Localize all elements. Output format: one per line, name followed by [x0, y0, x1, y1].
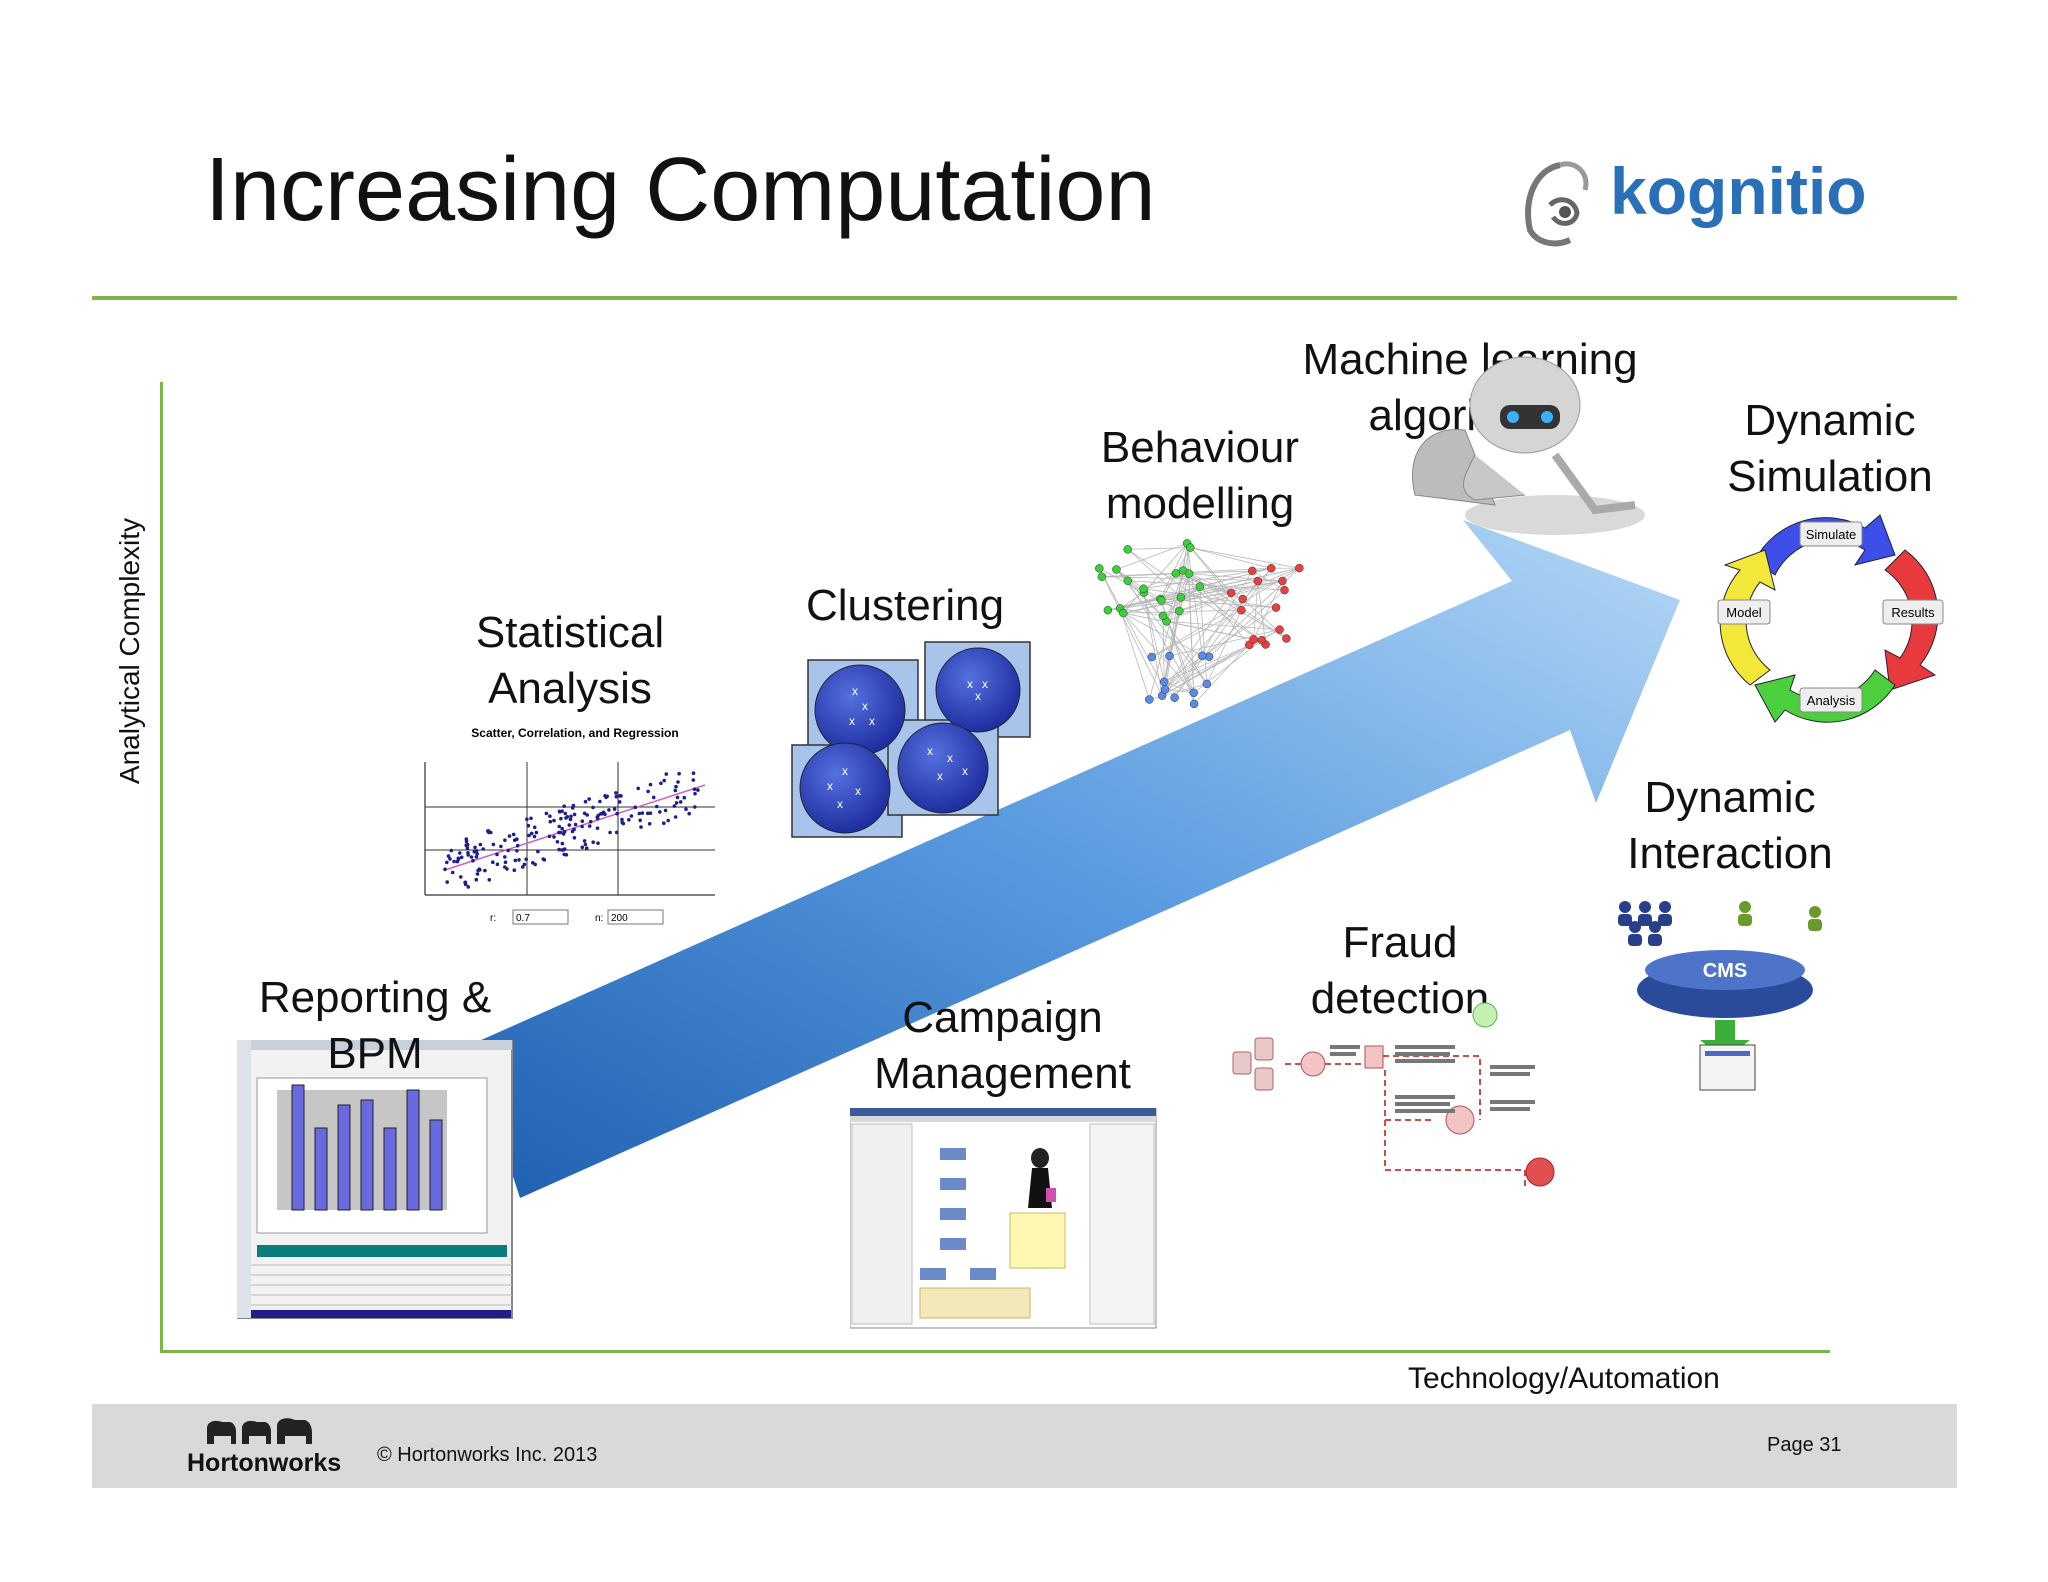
- x-axis-label: Technology/Automation: [1408, 1362, 1720, 1395]
- svg-text:x: x: [982, 677, 988, 691]
- scatter-n-label: n:: [595, 913, 603, 924]
- svg-text:x: x: [947, 751, 953, 765]
- stage-label-reporting: Reporting & BPM: [258, 973, 492, 1078]
- svg-text:Simulate: Simulate: [1806, 527, 1857, 542]
- svg-text:x: x: [827, 779, 833, 793]
- page-number: Page 31: [1767, 1434, 1842, 1456]
- stage-label-dynamic-simulation: Dynamic Simulation: [1727, 396, 1933, 501]
- scatter-title: Scatter, Correlation, and Regression: [471, 726, 678, 740]
- svg-text:x: x: [967, 677, 973, 691]
- svg-text:x: x: [855, 784, 861, 798]
- stage-label-fraud: Fraud detection: [1310, 918, 1490, 1023]
- svg-text:x: x: [852, 684, 858, 698]
- cms-label: CMS: [1703, 960, 1747, 982]
- scatter-r-value: 0.7: [516, 913, 530, 924]
- logo-text: kognitio: [1610, 154, 1867, 228]
- footer-brand: Hortonworks: [187, 1449, 342, 1477]
- kognitio-logo: kognitio: [1510, 150, 1910, 255]
- svg-text:x: x: [927, 744, 933, 758]
- cms-diagram: CMS: [1618, 901, 1822, 1091]
- title-divider: [92, 296, 1957, 300]
- svg-text:x: x: [975, 689, 981, 703]
- svg-text:x: x: [849, 714, 855, 728]
- elephant-icon: [207, 1418, 312, 1444]
- stage-label-campaign: Campaign Management: [874, 993, 1131, 1098]
- scatter-n-value: 200: [611, 913, 628, 924]
- reporting-spreadsheet-image: [237, 1040, 513, 1319]
- y-axis-line: [160, 382, 163, 1352]
- slide-title: Increasing Computation: [205, 140, 1156, 240]
- cycle-step-simulate: Simulate: [1799, 521, 1863, 547]
- footer-copyright: © Hortonworks Inc. 2013: [377, 1444, 598, 1466]
- campaign-workflow-screenshot: [850, 1108, 1157, 1329]
- svg-text:x: x: [862, 699, 868, 713]
- svg-text:x: x: [869, 714, 875, 728]
- svg-text:Analysis: Analysis: [1807, 693, 1856, 708]
- simulation-cycle-diagram: Simulate Results Analysis Model: [1717, 514, 1944, 723]
- svg-text:Model: Model: [1726, 605, 1762, 620]
- eye-swirl-icon: [1525, 161, 1589, 247]
- svg-text:x: x: [937, 769, 943, 783]
- svg-text:Results: Results: [1891, 605, 1935, 620]
- behaviour-network-image: [1095, 539, 1304, 709]
- fraud-flow-diagram: [1232, 1002, 1555, 1190]
- stage-label-statistical: Statistical Analysis: [475, 608, 665, 713]
- robot-image: [1411, 356, 1645, 535]
- stage-label-behaviour: Behaviour modelling: [1100, 423, 1300, 528]
- x-axis-line: [160, 1350, 1830, 1353]
- scatter-regression-image: Scatter, Correlation, and Regression r: …: [424, 726, 715, 925]
- cycle-step-model: Model: [1717, 599, 1771, 625]
- svg-text:x: x: [962, 764, 968, 778]
- stage-label-clustering: Clustering: [805, 581, 1005, 630]
- svg-text:x: x: [837, 797, 843, 811]
- stage-label-dynamic-interaction: Dynamic Interaction: [1627, 773, 1833, 878]
- cycle-step-analysis: Analysis: [1799, 687, 1863, 713]
- cycle-step-results: Results: [1882, 599, 1944, 625]
- footer-bar: Hortonworks © Hortonworks Inc. 2013 Page…: [92, 1404, 1957, 1488]
- svg-text:x: x: [842, 764, 848, 778]
- scatter-r-label: r:: [490, 913, 496, 924]
